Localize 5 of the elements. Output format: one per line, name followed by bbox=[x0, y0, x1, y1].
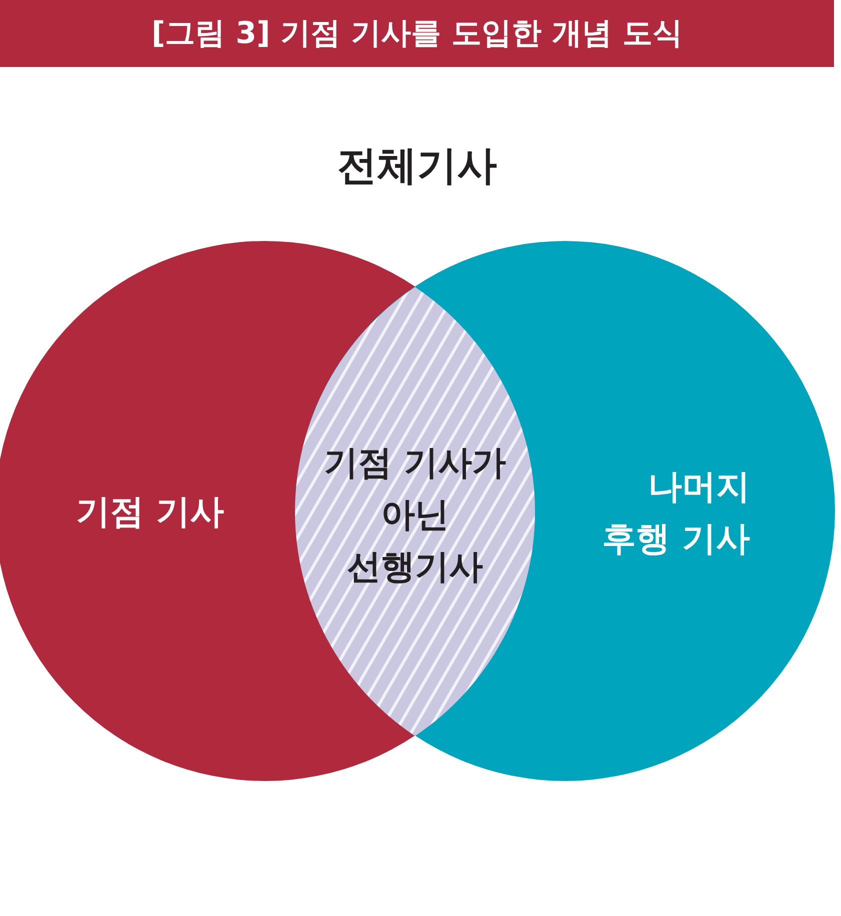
circle-label: 기점 기사 bbox=[75, 491, 225, 534]
title-banner: [그림 3] 기점 기사를 도입한 개념 도식 bbox=[0, 0, 834, 67]
set-label: 전체기사 bbox=[336, 142, 498, 191]
circle-label: 나머지 후행 기사 bbox=[601, 466, 750, 561]
overlap-label: 기점 기사가 아닌 선행기사 bbox=[323, 442, 507, 588]
